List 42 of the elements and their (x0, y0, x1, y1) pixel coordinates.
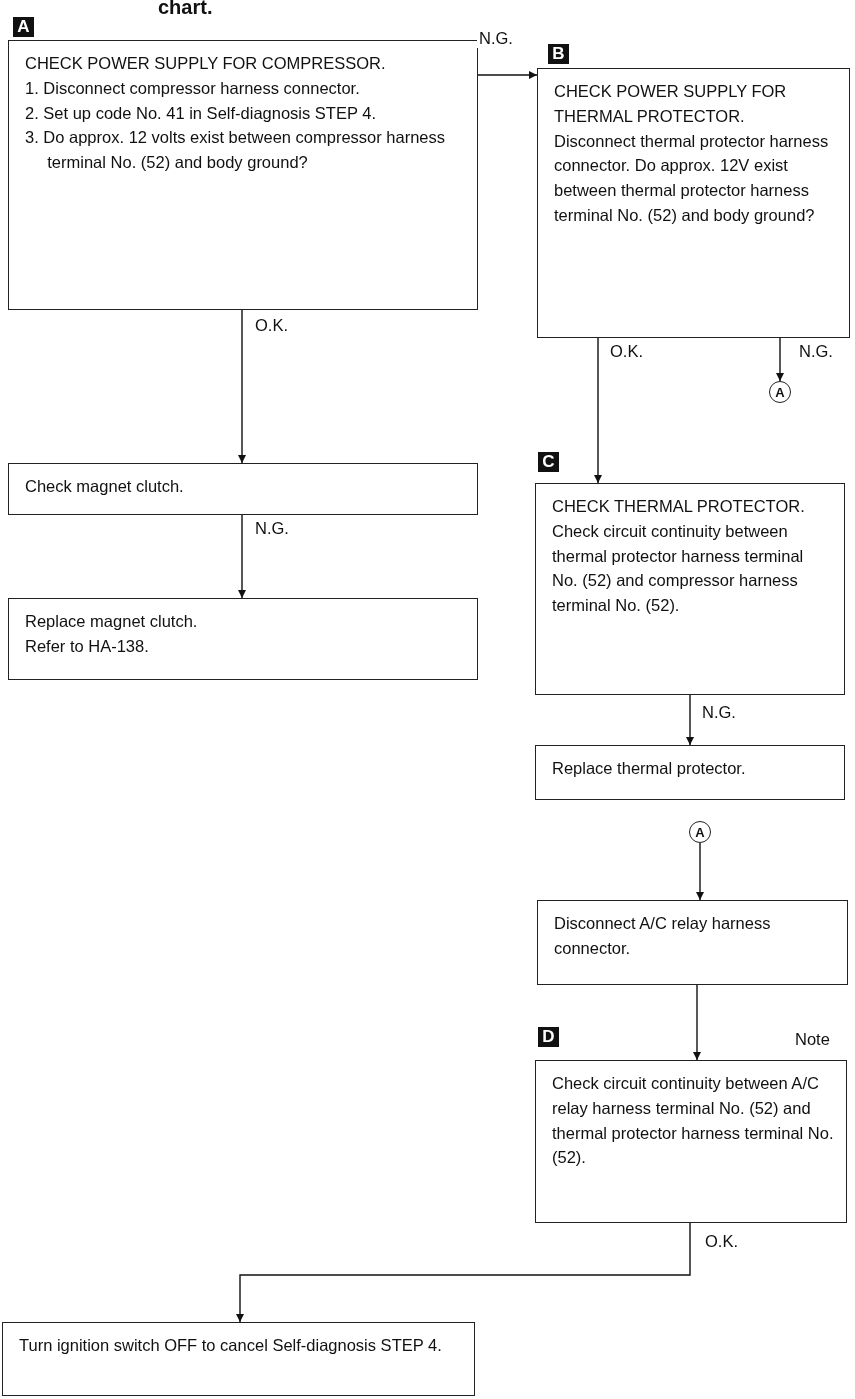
arrow (696, 842, 704, 901)
process-box (2, 1322, 475, 1396)
arrow (236, 1222, 691, 1323)
connector-circle: A (769, 381, 791, 403)
box-text: Disconnect A/C relay harness connector. (554, 913, 772, 959)
process-box (535, 483, 845, 695)
box-text: Replace magnet clutch. (25, 611, 199, 632)
box-text: 2. Set up code No. 41 in Self-diagnosis STEP 4. (25, 102, 377, 124)
step-letter: D (538, 1027, 559, 1047)
box-text: CHECK POWER SUPPLY FOR THERMAL PROTECTOR. (554, 81, 788, 127)
arrow (238, 514, 246, 599)
box-text: Replace thermal protector. (552, 758, 747, 779)
arrow (776, 337, 784, 382)
box-text: 1. Disconnect compressor harness connector. (25, 77, 361, 99)
process-box (8, 463, 478, 515)
box-text: 3. Do approx. 12 volts exist between compressor harness terminal No. (52) and body ground? (25, 127, 447, 173)
heading-text: chart. (158, 0, 213, 18)
process-box (535, 1060, 847, 1223)
process-box (8, 40, 478, 310)
process-box (537, 68, 850, 338)
box-text: Disconnect thermal protector harness connector. Do approx. 12V exist between thermal protector harness terminal No. (52) and body ground? (554, 130, 830, 226)
box-text: CHECK THERMAL PROTECTOR. (552, 496, 806, 517)
box-text: Check circuit continuity between thermal protector harness terminal No. (52) and compressor harness terminal No. (52). (552, 520, 805, 616)
arrow (686, 694, 694, 746)
step-letter: C (538, 452, 559, 472)
process-box (537, 900, 848, 985)
edge-label: N.G. (477, 29, 515, 48)
arrow (594, 337, 602, 484)
connector-circle: A (689, 821, 711, 843)
arrow (477, 71, 538, 79)
box-text: Check circuit continuity between A/C relay harness terminal No. (52) and thermal protector harness terminal No. (52). (552, 1073, 834, 1169)
step-letter: A (13, 17, 34, 37)
box-text: Check magnet clutch. (25, 476, 185, 497)
process-box (535, 745, 845, 800)
process-box (8, 598, 478, 680)
box-text: Turn ignition switch OFF to cancel Self-diagnosis STEP 4. (19, 1335, 443, 1356)
arrow (238, 309, 246, 464)
box-text: Refer to HA-138. (25, 635, 150, 657)
note-text: Note (795, 1030, 830, 1049)
step-letter: B (548, 44, 569, 64)
box-text: CHECK POWER SUPPLY FOR COMPRESSOR. (25, 53, 387, 74)
arrow (693, 984, 701, 1061)
